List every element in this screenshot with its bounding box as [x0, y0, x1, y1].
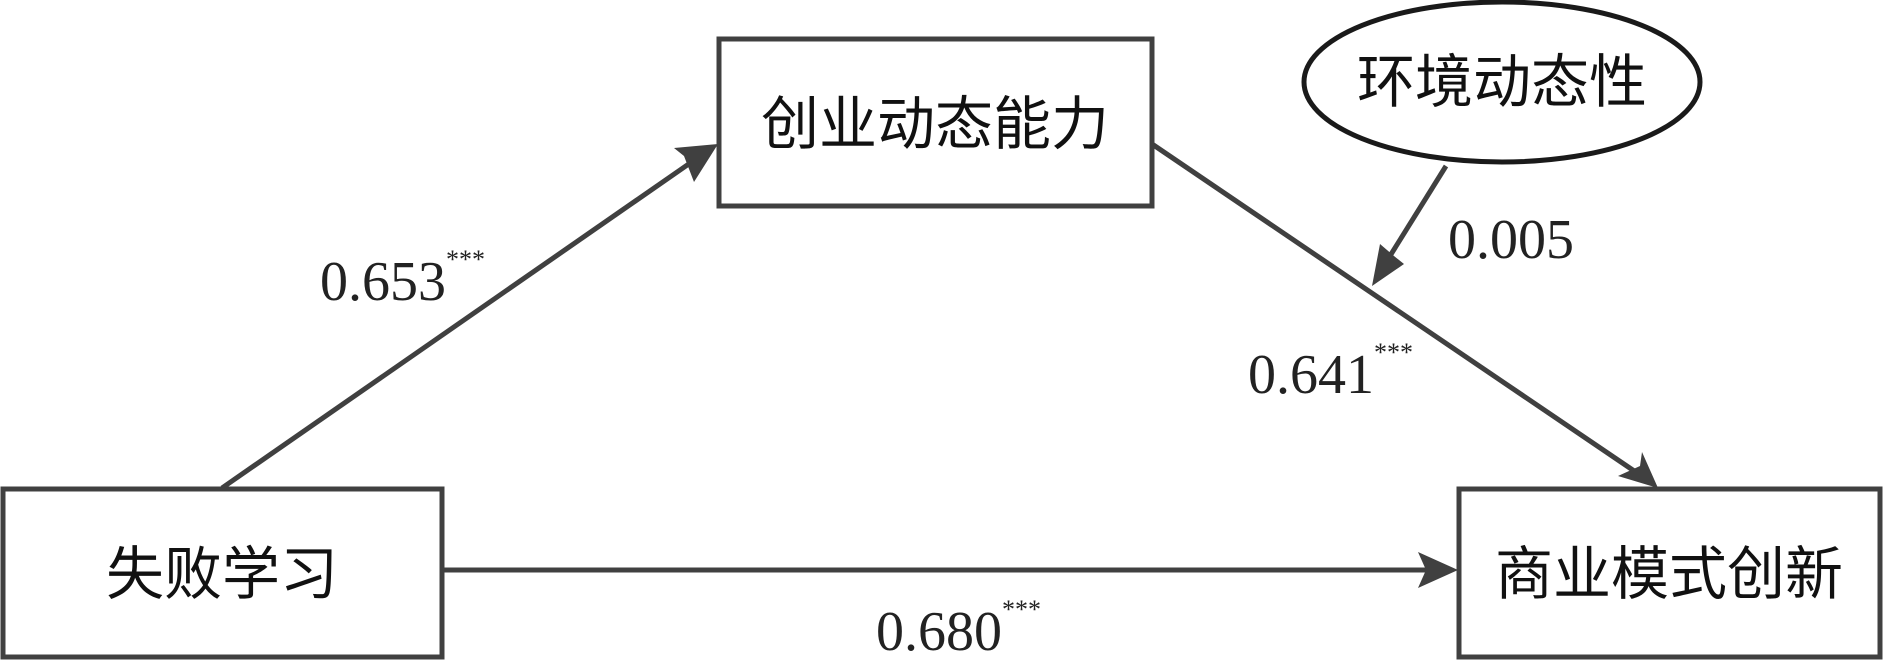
coef-c: 0.680***: [876, 595, 1041, 660]
arrow-capability-to-innovation: [1150, 141, 1648, 482]
node-independent: 失败学习: [0, 486, 445, 660]
coef-b: 0.641***: [1248, 338, 1413, 406]
coef-a: 0.653***: [320, 245, 485, 313]
arrowhead-b: [1618, 452, 1658, 488]
dependent-label: 商业模式创新: [1495, 540, 1843, 608]
node-dependent: 商业模式创新: [1456, 486, 1883, 660]
arrowhead-a: [674, 144, 718, 182]
node-mediator: 创业动态能力: [716, 36, 1155, 209]
arrowhead-c: [1418, 552, 1458, 588]
arrowhead-moderation: [1372, 244, 1404, 286]
independent-label: 失败学习: [106, 540, 338, 608]
mediator-label: 创业动态能力: [761, 90, 1109, 158]
coef-moderation: 0.005: [1448, 209, 1574, 271]
arrow-failure-to-capability: [220, 149, 708, 491]
node-moderator: 环境动态性: [1301, 0, 1703, 165]
moderator-label: 环境动态性: [1357, 48, 1647, 116]
